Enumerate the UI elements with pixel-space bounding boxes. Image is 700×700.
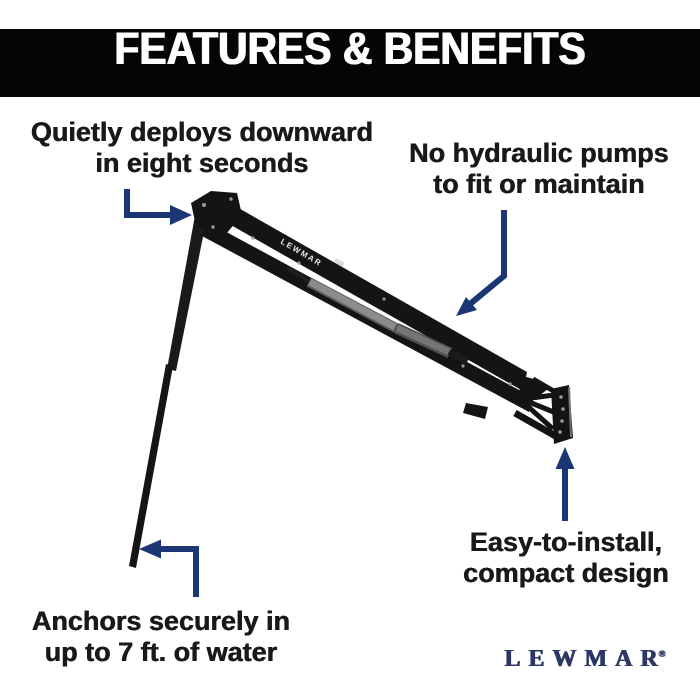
callout-deploy-line2: in eight seconds [95, 148, 309, 178]
header-bar: FEATURES & BENEFITS [0, 23, 700, 97]
anchor-arm-product: LEWMAR [129, 191, 573, 568]
anchor-spike-upper [167, 199, 210, 371]
callout-anchors-line2: up to 7 ft. of water [44, 637, 278, 667]
deploy-arrow-icon [124, 189, 192, 225]
annotation-arrows [124, 189, 575, 597]
page-title: FEATURES & BENEFITS [114, 23, 586, 75]
callout-install: Easy-to-install, compact design [463, 527, 669, 589]
mount-bracket [463, 376, 573, 444]
pumps-arrow-icon [456, 210, 507, 316]
arm-badge [334, 258, 345, 267]
mount-plate [551, 385, 573, 444]
upper-arm [208, 193, 527, 391]
brand-logo: LEWMAR® [504, 642, 665, 671]
anchors-arrow-icon [139, 539, 199, 597]
callout-pumps: No hydraulic pumps to fit or maintain [409, 138, 669, 200]
anchor-spike-lower [129, 364, 173, 568]
callout-install-line2: compact design [463, 558, 669, 588]
fastener-bolts [202, 197, 512, 386]
callout-anchors-line1: Anchors securely in [31, 606, 291, 636]
callout-anchors: Anchors securely in up to 7 ft. of water [32, 606, 290, 668]
callout-pumps-line1: No hydraulic pumps [409, 138, 669, 168]
bracket-tab [463, 403, 488, 419]
callout-deploy: Quietly deploys downward in eight second… [31, 117, 373, 179]
registered-trademark-icon: ® [658, 649, 666, 659]
callout-deploy-line1: Quietly deploys downward [30, 117, 374, 147]
install-arrow-icon [555, 447, 575, 521]
callout-pumps-line2: to fit or maintain [433, 169, 645, 199]
gas-strut [286, 266, 469, 365]
callout-install-line1: Easy-to-install, [469, 527, 663, 557]
brand-logo-text: LEWMAR [504, 646, 666, 672]
